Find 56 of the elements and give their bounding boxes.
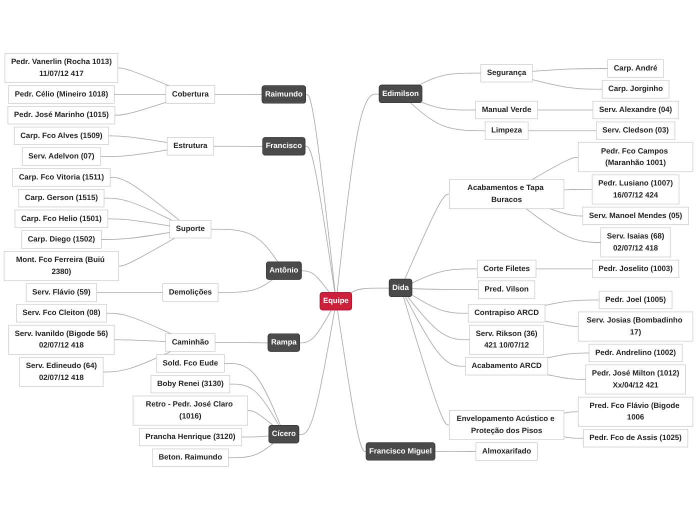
connector xyxy=(532,68,608,72)
connector xyxy=(547,352,590,358)
connector xyxy=(104,198,172,221)
connector xyxy=(218,279,273,293)
connector xyxy=(528,130,597,132)
connector xyxy=(118,238,176,266)
connector xyxy=(108,136,168,143)
connector xyxy=(564,189,592,190)
connector xyxy=(403,296,450,426)
connector xyxy=(418,72,482,86)
connector xyxy=(306,94,336,293)
connector xyxy=(404,194,450,280)
connector xyxy=(247,410,274,426)
connector xyxy=(412,288,479,290)
connector xyxy=(564,436,584,439)
connector xyxy=(350,288,390,294)
connector xyxy=(118,68,170,86)
connector xyxy=(114,94,166,95)
connector xyxy=(434,451,476,452)
connector xyxy=(214,94,263,96)
connector xyxy=(544,320,579,327)
connector xyxy=(564,411,579,414)
connector xyxy=(229,384,280,426)
connector xyxy=(532,79,603,90)
connector xyxy=(412,268,478,284)
connector xyxy=(532,156,579,180)
connector xyxy=(214,342,269,344)
connector xyxy=(107,218,170,226)
connector xyxy=(410,102,486,132)
connector xyxy=(405,296,466,367)
connector xyxy=(337,310,367,452)
connector xyxy=(110,177,180,221)
connector xyxy=(300,310,332,344)
connector xyxy=(298,310,336,435)
connector xyxy=(114,339,166,342)
connector xyxy=(304,146,336,293)
connector xyxy=(336,94,380,293)
connector xyxy=(213,146,264,147)
connector xyxy=(544,300,600,306)
connector xyxy=(100,150,168,158)
connector xyxy=(241,436,270,438)
connector xyxy=(549,208,584,216)
connector xyxy=(224,362,281,426)
connector xyxy=(301,270,330,293)
connector xyxy=(96,292,164,293)
connector xyxy=(412,294,469,314)
connector xyxy=(408,296,470,340)
connector xyxy=(536,268,593,270)
connector xyxy=(106,312,172,334)
connector xyxy=(114,102,166,116)
connector xyxy=(547,374,586,380)
connector xyxy=(100,232,170,240)
connector xyxy=(526,208,602,243)
connector xyxy=(228,442,274,458)
connector xyxy=(421,102,476,110)
connector xyxy=(210,228,278,262)
